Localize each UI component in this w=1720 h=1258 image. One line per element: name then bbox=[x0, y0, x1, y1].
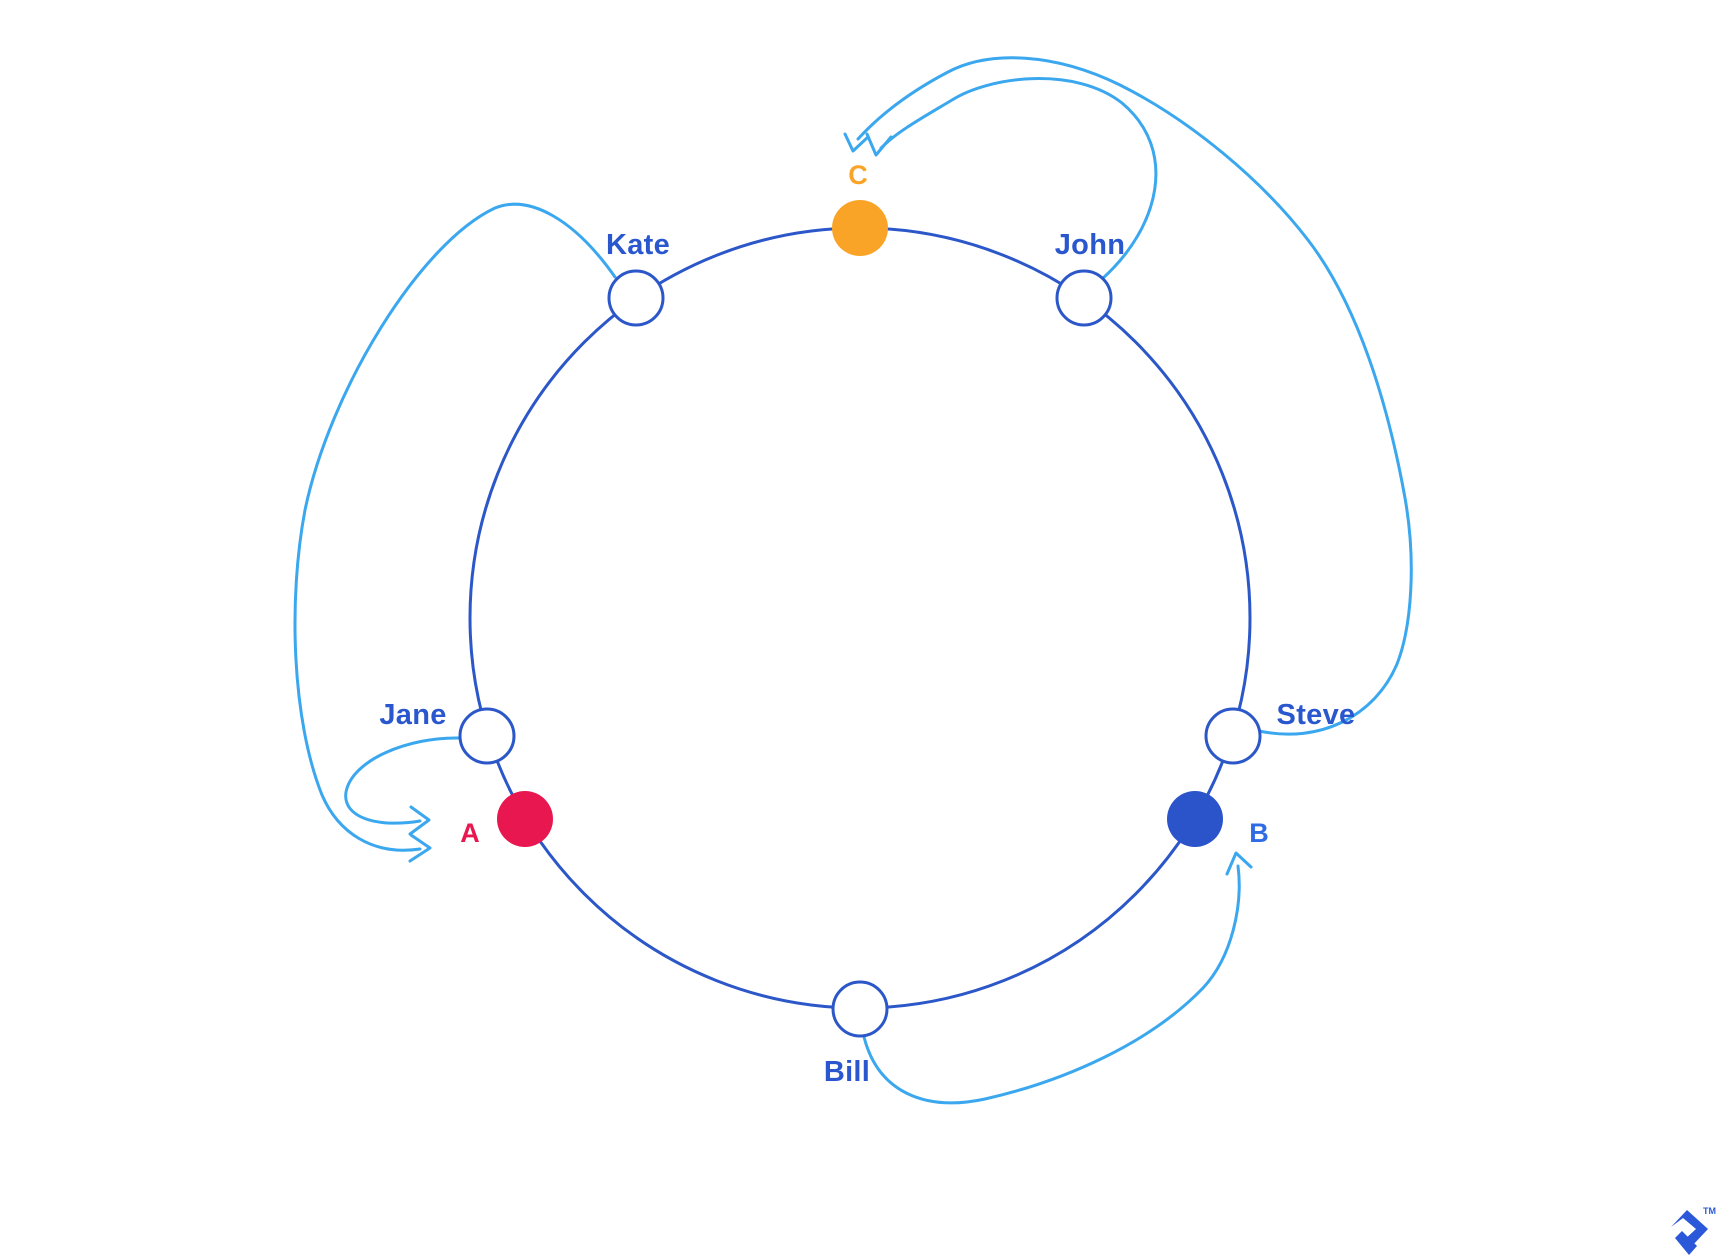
point-b-circle bbox=[1167, 791, 1223, 847]
toptal-logo-chevron bbox=[1671, 1210, 1708, 1247]
arrowhead-steve-to-c bbox=[843, 132, 870, 153]
arrow-steve-to-c bbox=[856, 56, 1413, 736]
point-c-label: C bbox=[848, 160, 868, 190]
node-bill-label: Bill bbox=[824, 1056, 870, 1088]
node-kate-label: Kate bbox=[606, 229, 670, 261]
arrow-kate-to-a bbox=[293, 202, 617, 852]
node-jane-circle bbox=[458, 707, 516, 765]
node-steve-circle bbox=[1204, 707, 1262, 765]
arrowhead-jane-to-a bbox=[408, 805, 431, 836]
point-a-circle bbox=[497, 791, 553, 847]
point-a-label: A bbox=[460, 818, 480, 848]
hash-ring bbox=[468, 226, 1252, 1010]
point-b-label: B bbox=[1249, 818, 1269, 848]
node-jane-label: Jane bbox=[379, 699, 446, 731]
trademark-text: TM bbox=[1703, 1206, 1716, 1216]
node-bill-circle bbox=[831, 980, 889, 1038]
arrow-jane-to-a bbox=[344, 736, 461, 825]
arrowhead-kate-to-a bbox=[408, 833, 432, 863]
node-john-label: John bbox=[1055, 229, 1125, 261]
node-john-circle bbox=[1055, 269, 1113, 327]
toptal-logo-icon bbox=[1671, 1210, 1708, 1255]
node-kate-circle bbox=[607, 269, 665, 327]
point-c-circle bbox=[832, 200, 888, 256]
toptal-logo-bar bbox=[1675, 1231, 1697, 1255]
arrow-john-to-c bbox=[879, 77, 1158, 281]
node-steve-label: Steve bbox=[1277, 699, 1356, 731]
arrowhead-bill-to-b bbox=[1225, 851, 1253, 876]
arrow-bill-to-b bbox=[862, 864, 1241, 1105]
arrowhead-john-to-c bbox=[865, 132, 893, 157]
